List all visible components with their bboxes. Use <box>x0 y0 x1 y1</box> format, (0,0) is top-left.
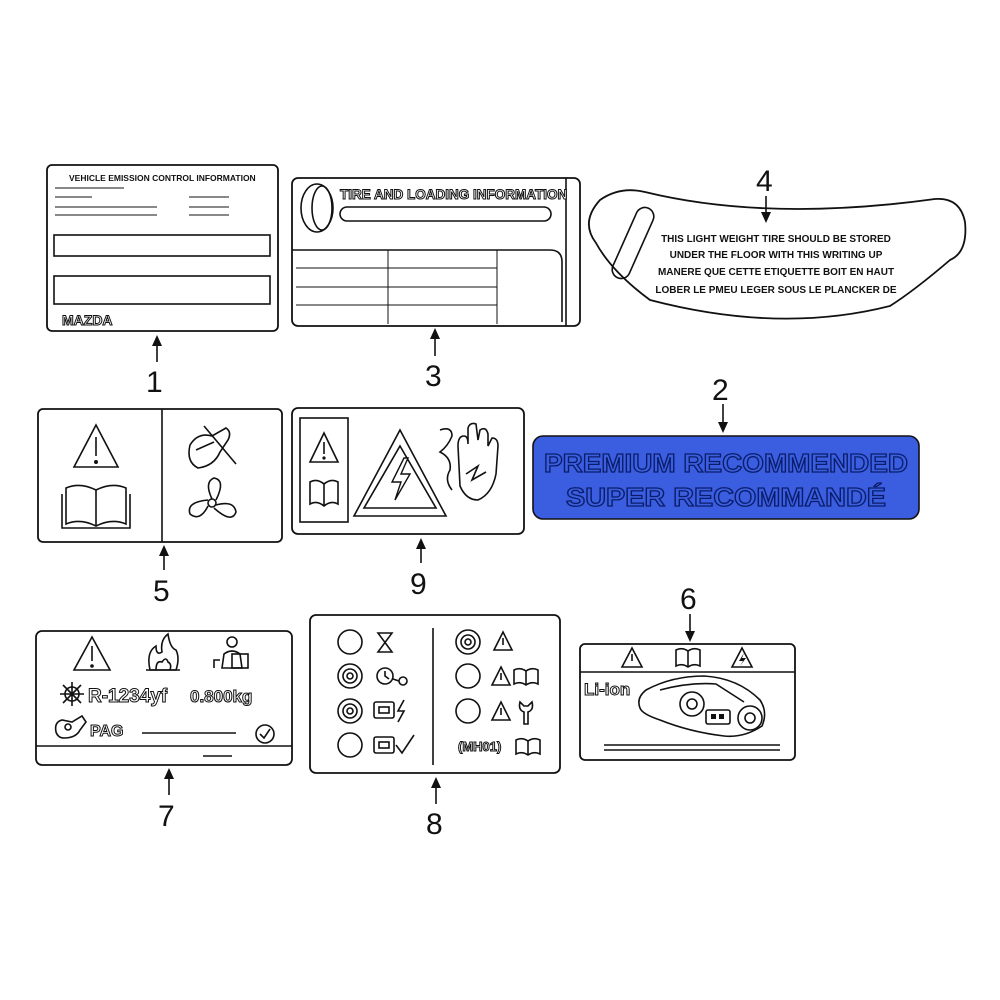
service-symbols-label[interactable]: (MH01) <box>309 614 561 774</box>
manual-book-icon <box>513 667 539 686</box>
timer-gauge-icon <box>376 667 408 686</box>
callout-number-8: 8 <box>426 808 443 841</box>
concentric-circle-icon <box>337 663 363 689</box>
callout-9: 9 <box>410 538 427 601</box>
warning-triangle-icon <box>308 431 340 463</box>
callout-number-3: 3 <box>425 360 442 393</box>
circle-symbol <box>455 663 481 689</box>
tire-storage-line-2: UNDER THE FLOOR WITH THIS WRITING UP <box>670 250 883 261</box>
battery-charge-icon <box>373 699 406 723</box>
concentric-circle-icon <box>337 698 363 724</box>
li-ion-battery-label[interactable]: Li-ion <box>579 643 796 761</box>
callout-7: 7 <box>158 768 175 833</box>
tire-storage-label[interactable]: THIS LIGHT WEIGHT TIRE SHOULD BE STORED … <box>588 189 967 320</box>
callout-number-7: 7 <box>158 800 175 833</box>
car-battery-icon <box>638 675 766 738</box>
callout-number-5: 5 <box>153 575 170 608</box>
manual-book-icon <box>309 479 339 508</box>
oil-can-icon <box>54 714 87 739</box>
warning-triangle-icon <box>72 635 112 671</box>
premium-fuel-label[interactable]: PREMIUM RECOMMENDED SUPER RECOMMANDÉ <box>532 435 920 520</box>
fan-icon <box>188 477 237 518</box>
callout-6: 6 <box>680 583 697 642</box>
callout-8: 8 <box>426 777 443 841</box>
premium-label-line-2: SUPER RECOMMANDÉ <box>566 482 886 512</box>
manual-book-icon <box>675 647 701 668</box>
shock-hand-icon <box>438 422 499 501</box>
manual-book-icon <box>515 737 541 756</box>
warning-triangle-icon <box>72 423 120 468</box>
callout-3: 3 <box>425 328 442 393</box>
flammable-icon <box>146 632 180 671</box>
tire-storage-line-4: LOBER LE PMEU LEGER SOUS LE PLANCKER DE <box>655 285 896 296</box>
callout-number-6: 6 <box>680 583 697 616</box>
warning-triangle-icon <box>490 700 512 721</box>
emission-label-brand: MAZDA <box>62 312 113 328</box>
oil-type: PAG <box>90 723 123 740</box>
refrigerant-amount: 0.800kg <box>190 687 252 706</box>
service-technician-icon <box>213 636 249 669</box>
high-voltage-label[interactable] <box>291 407 525 535</box>
warning-triangle-icon <box>490 665 512 686</box>
high-voltage-triangle-icon <box>730 646 754 668</box>
callout-number-9: 9 <box>410 568 427 601</box>
emission-control-label[interactable]: VEHICLE EMISSION CONTROL INFORMATION MAZ… <box>46 164 279 332</box>
concentric-circle-icon <box>455 629 481 655</box>
callout-number-2: 2 <box>712 374 729 407</box>
refrigerant-type: R-1234yf <box>88 686 168 707</box>
emission-label-title: VEHICLE EMISSION CONTROL INFORMATION <box>69 173 256 183</box>
manual-book-icon <box>61 484 131 529</box>
refrigerant-label[interactable]: R-1234yf 0.800kg PAG <box>35 630 293 766</box>
warning-triangle-icon <box>620 646 644 668</box>
battery-check-icon <box>373 734 415 755</box>
battery-type: Li-ion <box>584 680 630 699</box>
premium-label-background <box>532 435 920 520</box>
checkmark-circle-icon <box>255 724 275 744</box>
high-voltage-triangle-icon <box>352 428 448 517</box>
circle-symbol <box>337 732 363 758</box>
tire-storage-line-1: THIS LIGHT WEIGHT TIRE SHOULD BE STORED <box>661 234 891 245</box>
service-code: (MH01) <box>458 739 501 754</box>
snowflake-icon <box>60 682 84 706</box>
circle-symbol <box>337 629 363 655</box>
callout-5: 5 <box>153 545 170 608</box>
callout-4: 4 <box>756 165 773 223</box>
tire-label-title: TIRE AND LOADING INFORMATION <box>340 187 567 202</box>
callout-number-1: 1 <box>146 366 163 399</box>
circle-symbol <box>455 698 481 724</box>
callout-number-4: 4 <box>756 165 773 198</box>
warning-triangle-icon <box>492 630 514 651</box>
fan-warning-label[interactable] <box>37 408 283 543</box>
callout-2: 2 <box>712 374 729 433</box>
tire-storage-line-3: MANERE QUE CETTE ETIQUETTE BOIT EN HAUT <box>658 267 894 278</box>
hourglass-icon <box>376 632 394 653</box>
wrench-icon <box>518 700 534 725</box>
tire-loading-label[interactable]: TIRE AND LOADING INFORMATION <box>291 177 581 327</box>
premium-label-line-1: PREMIUM RECOMMENDED <box>544 448 908 478</box>
callout-1: 1 <box>146 335 163 399</box>
no-hand-icon <box>188 425 237 469</box>
